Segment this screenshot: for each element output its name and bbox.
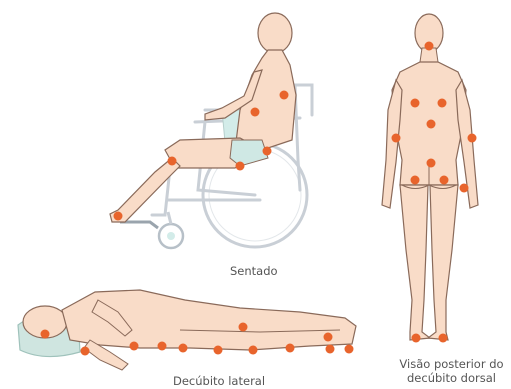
pressure-point — [427, 159, 436, 168]
pressure-point — [324, 333, 333, 342]
caption-posterior-line1: Visão posterior do — [392, 357, 511, 371]
lateral-figure — [18, 290, 356, 370]
pressure-point — [440, 176, 449, 185]
pressure-point — [179, 344, 188, 353]
pressure-point — [425, 42, 434, 51]
pressure-point — [251, 108, 260, 117]
pressure-point — [130, 342, 139, 351]
pressure-point — [249, 346, 258, 355]
pressure-point — [427, 120, 436, 129]
pressure-point — [41, 330, 50, 339]
pressure-point — [411, 176, 420, 185]
pressure-point — [286, 344, 295, 353]
caption-posterior: Visão posterior do decúbito dorsal — [392, 357, 511, 385]
pressure-point — [239, 323, 248, 332]
pressure-point — [345, 345, 354, 354]
pressure-point — [439, 334, 448, 343]
pressure-point — [158, 342, 167, 351]
posterior-figure — [382, 14, 478, 343]
pressure-point — [438, 99, 447, 108]
pressure-point — [326, 345, 335, 354]
pressure-point — [411, 99, 420, 108]
pressure-point — [168, 157, 177, 166]
pressure-point — [236, 162, 245, 171]
pressure-point — [280, 91, 289, 100]
pressure-point — [114, 212, 123, 221]
seated-figure — [110, 13, 312, 248]
seated-head — [258, 13, 292, 53]
pressure-point — [214, 346, 223, 355]
pressure-point — [392, 134, 401, 143]
pressure-point — [460, 184, 469, 193]
pressure-point — [468, 134, 477, 143]
pressure-point — [81, 347, 90, 356]
caption-seated: Sentado — [230, 264, 278, 278]
caption-lateral: Decúbito lateral — [173, 374, 265, 388]
caption-posterior-line2: decúbito dorsal — [392, 371, 511, 385]
pressure-point — [412, 334, 421, 343]
pressure-point — [263, 147, 272, 156]
